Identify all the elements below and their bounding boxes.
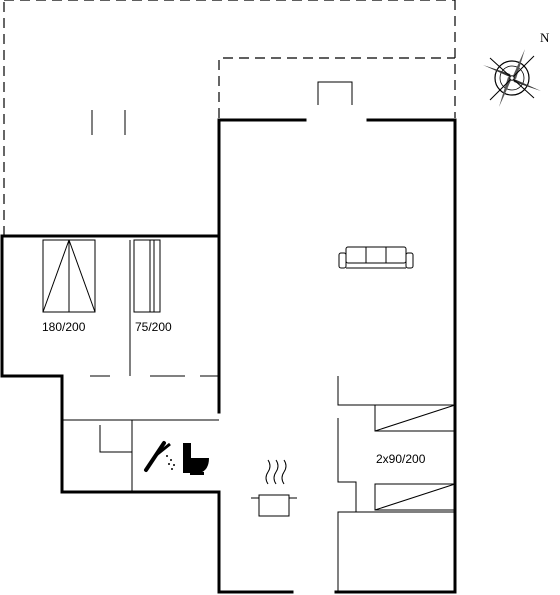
cooking-pot-icon	[251, 459, 297, 517]
toilet-icon	[183, 443, 209, 475]
compass-icon	[483, 49, 541, 107]
single-bed-label: 75/200	[135, 320, 172, 334]
interior-walls	[2, 240, 455, 592]
north-label: N	[540, 30, 550, 45]
single-bed	[133, 239, 161, 313]
sofa-icon	[338, 246, 414, 269]
fireplace	[317, 81, 353, 105]
terrace-outline	[3, 0, 456, 237]
twin-beds	[374, 404, 456, 511]
double-bed	[42, 239, 96, 313]
twin-beds-label: 2x90/200	[376, 452, 426, 466]
double-bed-label: 180/200	[42, 320, 86, 334]
shower-icon	[144, 441, 175, 472]
exterior-walls	[0, 118, 457, 594]
